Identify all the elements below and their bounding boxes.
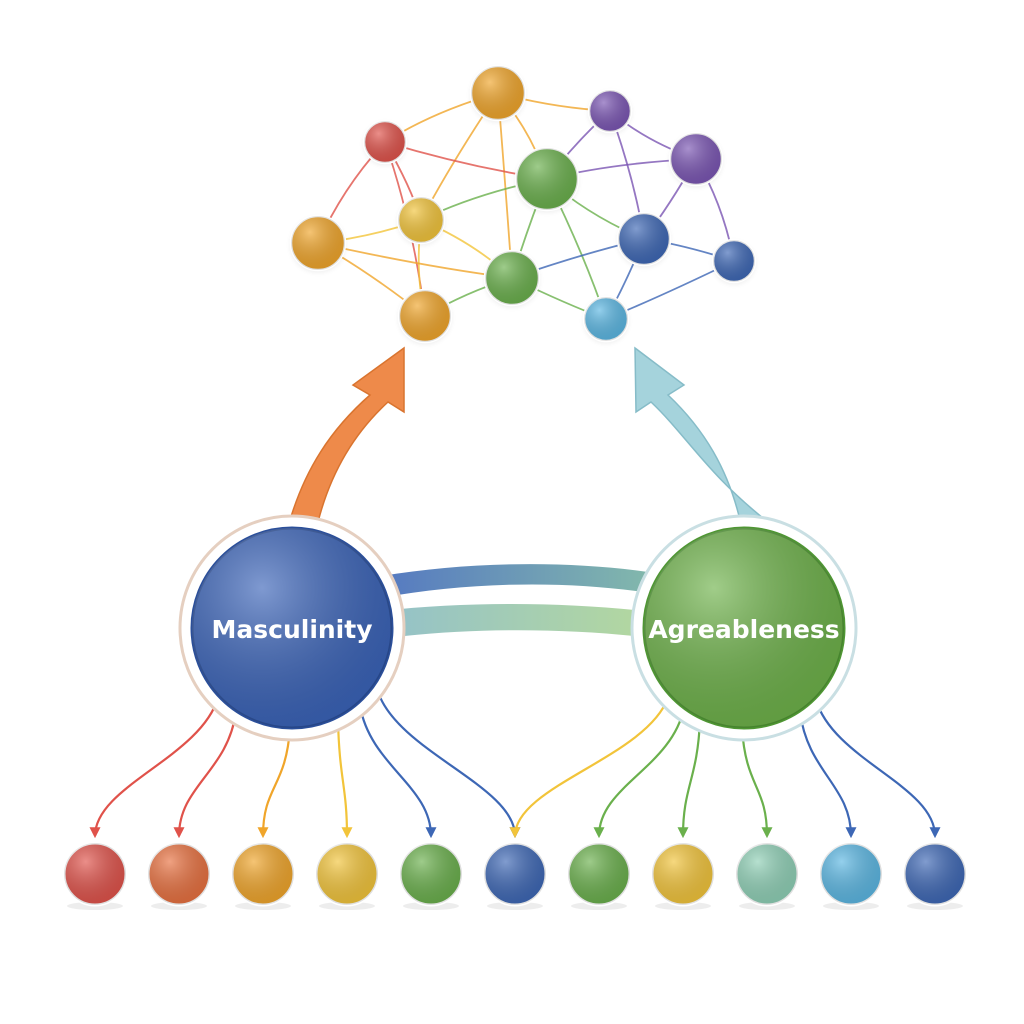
network-node-shade: [670, 133, 722, 185]
loading-arrow: [593, 707, 686, 839]
masculinity-factor-shade: [192, 528, 392, 728]
masculinity-label: Masculinity: [212, 615, 373, 644]
bridge-band-top: [370, 564, 668, 600]
loading-arrow: [336, 719, 353, 839]
indicator-node-shade: [316, 843, 378, 905]
indicator-node-shade: [232, 843, 294, 905]
network-node-shade: [398, 197, 444, 243]
masculinity-to-network-arrow: [289, 346, 405, 523]
loading-arrows: [89, 691, 941, 839]
indicator-node-shade: [148, 843, 210, 905]
network-node-shade: [516, 148, 578, 210]
indicator-node-shade: [820, 843, 882, 905]
agreeableness-factor-shade: [644, 528, 844, 728]
loading-arrow: [814, 699, 941, 839]
loading-arrow: [89, 697, 220, 839]
network-nodes: [289, 64, 757, 344]
factor-correlation-bridge: [370, 564, 668, 640]
network-node-shade: [485, 251, 539, 305]
factor-to-network-arrows: [289, 346, 771, 523]
loading-arrow: [358, 705, 437, 839]
indicator-node-shade: [736, 843, 798, 905]
loading-arrow: [376, 691, 521, 839]
network-node-shade: [618, 213, 670, 265]
indicator-node-shade: [904, 843, 966, 905]
indicator-nodes: [62, 841, 968, 910]
agreeableness-label: Agreableness: [648, 615, 839, 644]
loading-arrow: [677, 719, 702, 839]
network-node-shade: [364, 121, 406, 163]
loading-arrow: [257, 727, 292, 839]
indicator-node-shade: [64, 843, 126, 905]
network-node-shade: [399, 290, 451, 342]
indicator-node-shade: [400, 843, 462, 905]
network-node-shade: [589, 90, 631, 132]
loading-arrow: [798, 711, 857, 839]
agreeableness-factor: Agreableness: [630, 514, 858, 742]
agreeableness-to-network-arrow: [634, 346, 771, 523]
network-node-shade: [471, 66, 525, 120]
indicator-node-shade: [568, 843, 630, 905]
indicator-node-shade: [484, 843, 546, 905]
loading-arrow: [740, 727, 773, 839]
network-node-shade: [584, 297, 628, 341]
masculinity-factor: Masculinity: [178, 514, 406, 742]
loading-arrow: [173, 711, 238, 839]
network-node-shade: [291, 216, 345, 270]
loading-arrow: [509, 697, 670, 839]
bridge-band-bottom: [372, 603, 668, 640]
indicator-node-shade: [652, 843, 714, 905]
network-node-shade: [713, 240, 755, 282]
